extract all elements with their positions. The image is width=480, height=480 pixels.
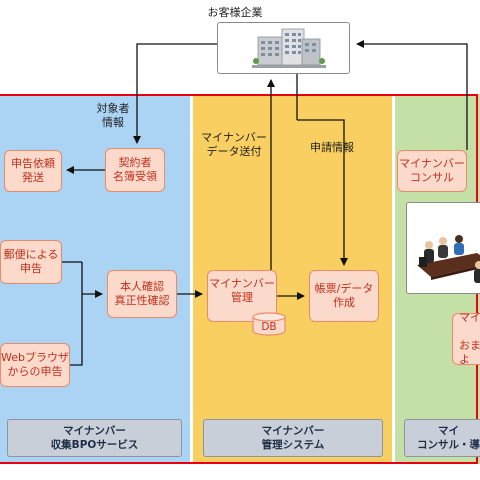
consult-service-bar: マイ コンサル・導 [404,419,480,457]
mynumber-management-node: マイナンバー 管理 [207,270,277,322]
postal-report-node: 郵便による 申告 [0,240,62,284]
form-data-node: 帳票/データ 作成 [309,270,379,322]
consult-node: マイナンバー コンサル [397,150,467,192]
identity-check-node: 本人確認 真正性確認 [107,270,177,318]
db-label: DB [261,321,277,333]
web-report-node: Webブラウザ からの申告 [0,343,70,387]
mynumber-send-label: マイナンバー データ送付 [201,131,267,158]
contractor-list-node: 契約者 名簿受領 [105,148,165,192]
request-sending-node: 申告依頼 発送 [4,150,62,192]
client-title: お客様企業 [207,6,263,19]
bpo-service-bar: マイナンバー 収集BPOサービス [7,419,182,457]
partial-service-node: マイ おまよ [452,311,480,366]
target-info-label: 対象者 情報 [96,102,130,129]
meeting-image [406,202,480,294]
meeting-people-icon [417,235,480,283]
client-company-box [217,22,350,74]
office-building-icon [252,28,326,68]
application-info-label: 申請情報 [310,141,354,154]
database-icon: DB [252,312,286,336]
system-service-bar: マイナンバー 管理システム [203,419,383,457]
